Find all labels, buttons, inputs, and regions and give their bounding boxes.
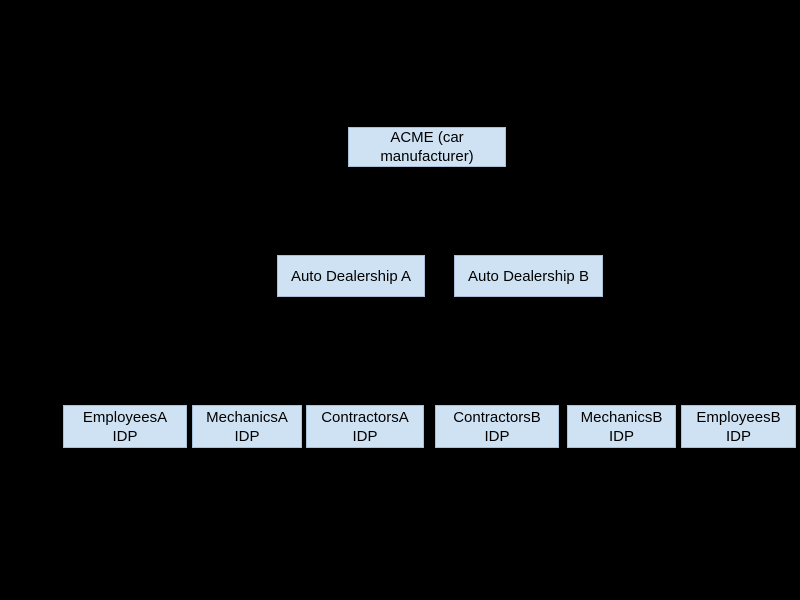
diagram-node-mechanics-a-idp: MechanicsA IDP — [192, 405, 302, 448]
diagram-node-contractors-b-idp: ContractorsB IDP — [435, 405, 559, 448]
diagram-node-auto-dealership-a: Auto Dealership A — [277, 255, 425, 297]
diagram-node-contractors-a-idp: ContractorsA IDP — [306, 405, 424, 448]
diagram-node-acme: ACME (car manufacturer) — [348, 127, 506, 167]
diagram-node-employees-b-idp: EmployeesB IDP — [681, 405, 796, 448]
diagram-node-auto-dealership-b: Auto Dealership B — [454, 255, 603, 297]
diagram-node-mechanics-b-idp: MechanicsB IDP — [567, 405, 676, 448]
diagram-node-employees-a-idp: EmployeesA IDP — [63, 405, 187, 448]
